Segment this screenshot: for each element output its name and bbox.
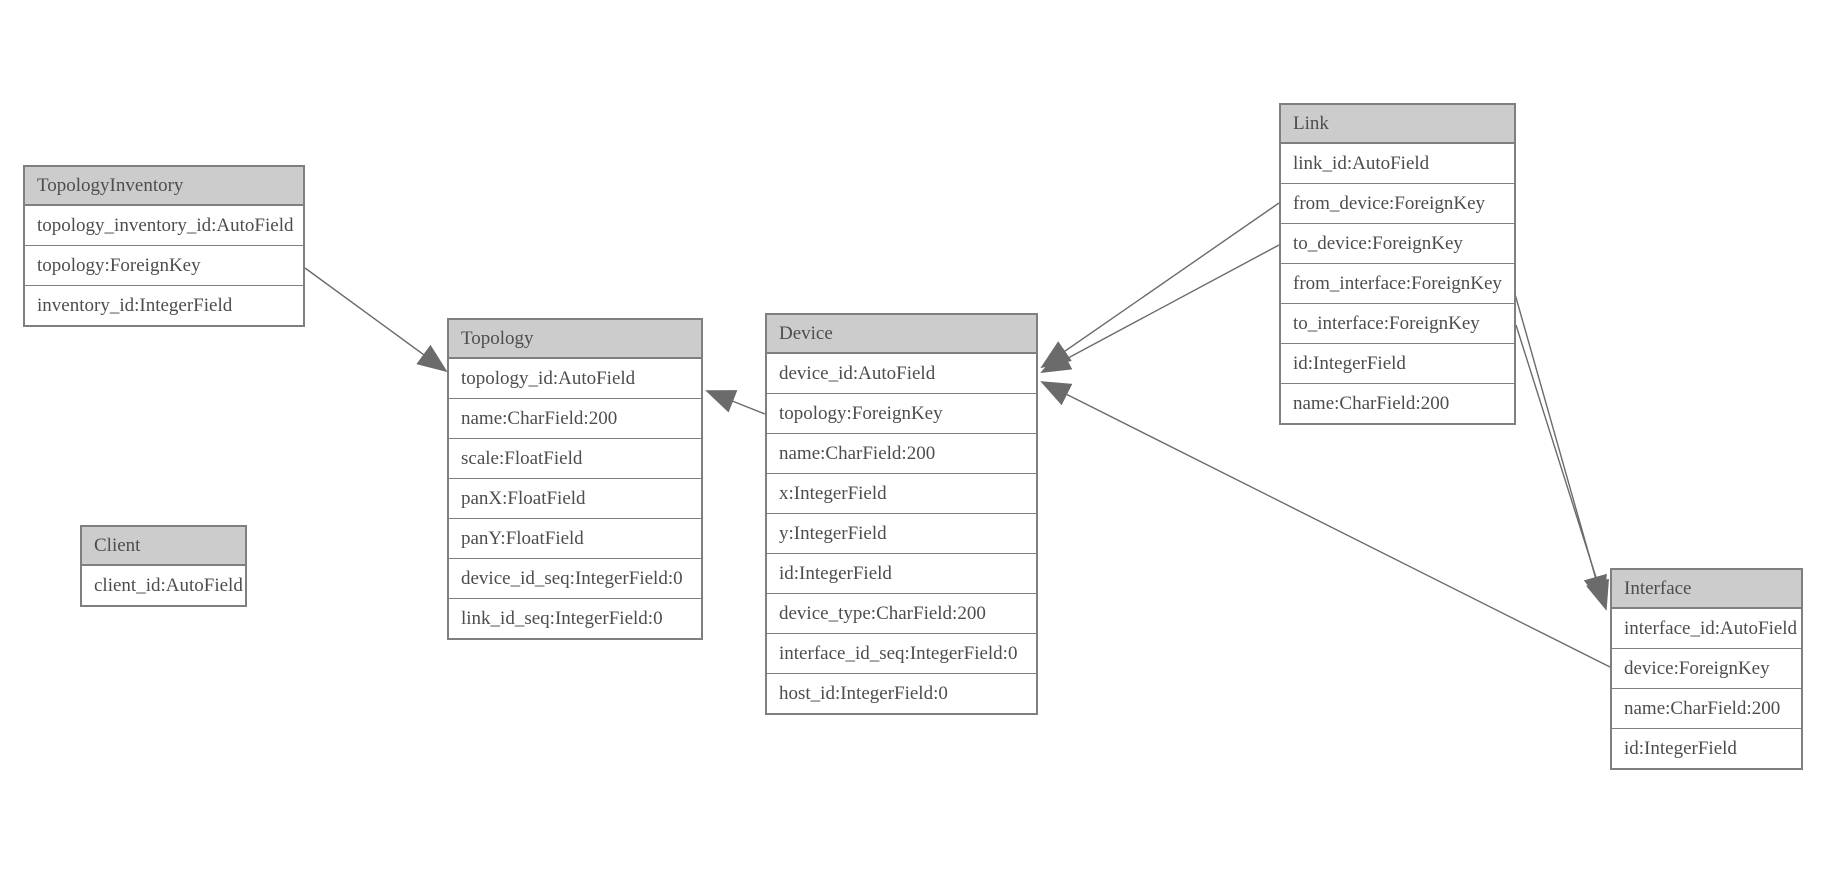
table-title-link: Link xyxy=(1281,105,1514,143)
table-field-row: id:IntegerField xyxy=(767,553,1036,593)
table-field-row: name:CharField:200 xyxy=(1612,688,1801,728)
table-field-row: y:IntegerField xyxy=(767,513,1036,553)
table-field-row: from_device:ForeignKey xyxy=(1281,183,1514,223)
table-field-row: interface_id_seq:IntegerField:0 xyxy=(767,633,1036,673)
edge-topologyinventory-topology-to-topology xyxy=(304,267,448,373)
table-field-row: from_interface:ForeignKey xyxy=(1281,263,1514,303)
table-title-interface: Interface xyxy=(1612,570,1801,608)
table-field-row: name:CharField:200 xyxy=(767,433,1036,473)
edge-link-to-interface-to-interface xyxy=(1515,324,1609,611)
table-field-row: device_id_seq:IntegerField:0 xyxy=(449,558,701,598)
table-field-row: id:IntegerField xyxy=(1281,343,1514,383)
edge-link-from-device-to-device xyxy=(1040,202,1280,369)
edge-interface-device-to-device xyxy=(1040,381,1611,668)
table-field-row: panX:FloatField xyxy=(449,478,701,518)
table-field-row: client_id:AutoField xyxy=(82,565,245,605)
table-field-row: to_interface:ForeignKey xyxy=(1281,303,1514,343)
table-title-topology-inventory: TopologyInventory xyxy=(25,167,303,205)
table-field-row: topology:ForeignKey xyxy=(767,393,1036,433)
table-field-row: link_id:AutoField xyxy=(1281,143,1514,183)
table-field-row: device_type:CharField:200 xyxy=(767,593,1036,633)
table-field-row: scale:FloatField xyxy=(449,438,701,478)
table-field-row: panY:FloatField xyxy=(449,518,701,558)
table-field-row: link_id_seq:IntegerField:0 xyxy=(449,598,701,638)
table-field-row: device_id:AutoField xyxy=(767,353,1036,393)
table-field-row: interface_id:AutoField xyxy=(1612,608,1801,648)
table-field-row: host_id:IntegerField:0 xyxy=(767,673,1036,713)
table-title-device: Device xyxy=(767,315,1036,353)
edge-device-topology-to-topology xyxy=(705,390,766,415)
table-field-row: name:CharField:200 xyxy=(449,398,701,438)
table-field-row: x:IntegerField xyxy=(767,473,1036,513)
table-field-row: id:IntegerField xyxy=(1612,728,1801,768)
edge-link-to-device-to-device xyxy=(1040,244,1280,373)
table-field-row: device:ForeignKey xyxy=(1612,648,1801,688)
table-title-client: Client xyxy=(82,527,245,565)
table-title-topology: Topology xyxy=(449,320,701,358)
table-field-row: name:CharField:200 xyxy=(1281,383,1514,423)
table-field-row: topology_id:AutoField xyxy=(449,358,701,398)
table-field-row: to_device:ForeignKey xyxy=(1281,223,1514,263)
table-field-row: inventory_id:IntegerField xyxy=(25,285,303,325)
table-field-row: topology_inventory_id:AutoField xyxy=(25,205,303,245)
table-field-row: topology:ForeignKey xyxy=(25,245,303,285)
